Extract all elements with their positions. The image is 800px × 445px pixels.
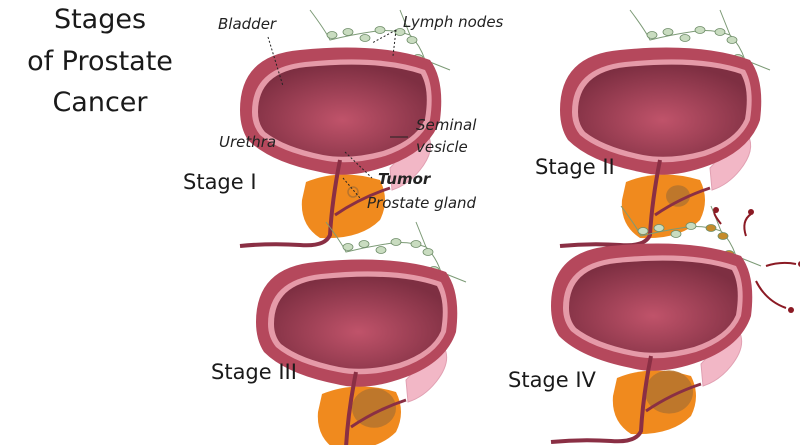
lymph-node (342, 28, 354, 36)
lymph-node (646, 31, 658, 39)
lymph-node (705, 224, 717, 232)
stage-2-illustration (559, 9, 771, 248)
ejaculatory-duct (645, 382, 702, 413)
urethra (559, 159, 662, 248)
ejaculatory-duct (334, 186, 391, 217)
lymph-node (694, 26, 706, 34)
lymph-node (326, 31, 338, 39)
ejaculatory-duct (654, 186, 711, 217)
lymph-node (714, 28, 726, 36)
lymph-nodes-annotation: Lymph nodes (403, 13, 504, 31)
lymph-node (359, 34, 371, 42)
urethra (550, 355, 653, 444)
metastasis-arrow (743, 213, 752, 237)
diagram-title-line2: of Prostate (27, 46, 173, 77)
prostate-gland-annotation: Prostate gland (367, 194, 477, 212)
stage-3-label: Stage III (211, 360, 297, 384)
lymph-node (410, 240, 422, 248)
metastasis-arrow (765, 261, 797, 267)
annotation-leader-lines (267, 29, 408, 199)
lymph-node (394, 28, 406, 36)
bladder-annotation: Bladder (218, 15, 277, 33)
lymph-node (406, 36, 418, 44)
lymph-node (374, 26, 386, 34)
stage-3-illustration (256, 221, 467, 445)
stage-2-label: Stage II (535, 155, 615, 179)
tumor (347, 186, 359, 198)
lymph-node (717, 232, 729, 240)
prostate-gland (301, 174, 385, 239)
organ-group (559, 9, 771, 248)
bladder-cavity (258, 64, 427, 157)
diagram-title-line1: Stages (53, 4, 147, 35)
organ-group (550, 205, 800, 444)
arrowhead (748, 209, 754, 215)
lymph-node (342, 243, 354, 251)
lymph-node (653, 224, 665, 232)
lymph-node (375, 246, 387, 254)
seminal-vesicle-annotation-line1: Seminal (416, 116, 477, 134)
stage-4-label: Stage IV (508, 368, 596, 392)
stage-4-illustration (550, 205, 800, 444)
lymph-node (679, 34, 691, 42)
seminal-vesicle-annotation-line2: vesicle (416, 138, 468, 156)
stage-1-illustration (239, 9, 451, 248)
urethra (344, 371, 358, 445)
bladder-cavity (578, 64, 747, 157)
lymph-node (670, 230, 682, 238)
ejaculatory-duct (350, 398, 407, 429)
urethra-annotation: Urethra (219, 133, 277, 151)
metastasis-arrow (755, 280, 787, 309)
diagram-title-line3: Cancer (52, 87, 148, 118)
bladder-cavity (569, 260, 738, 353)
stage-1-label: Stage I (183, 170, 257, 194)
lymph-node (390, 238, 402, 246)
arrowheads (713, 207, 800, 313)
lymph-node (358, 240, 370, 248)
arrowhead (713, 207, 719, 213)
bladder-cavity (274, 276, 443, 369)
urethra (239, 159, 342, 248)
lymph-node (637, 227, 649, 235)
lymph-node (726, 36, 738, 44)
tumor-annotation: Tumor (378, 170, 431, 188)
tumor (666, 185, 690, 207)
arrowhead (788, 307, 794, 313)
organ-group (239, 9, 451, 248)
lymph-node (422, 248, 434, 256)
organ-group (256, 221, 467, 445)
lymph-node (685, 222, 697, 230)
lymph-node (662, 28, 674, 36)
